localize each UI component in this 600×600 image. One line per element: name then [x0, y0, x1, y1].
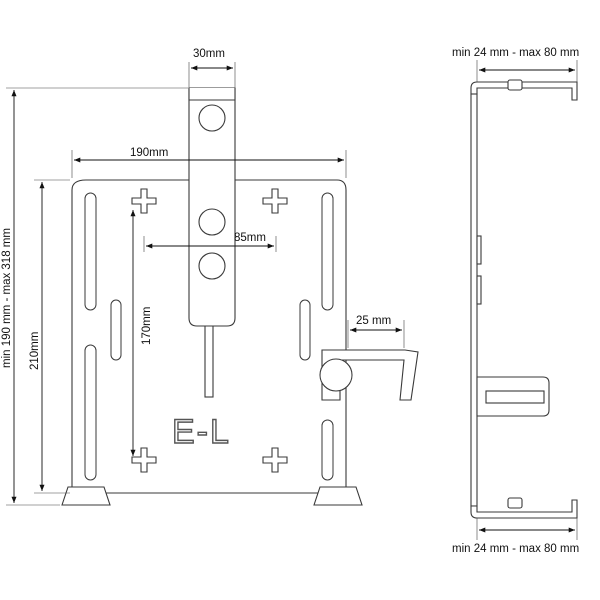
- side-clamp: [321, 349, 419, 401]
- cross-hole-top-right: [262, 188, 288, 214]
- side-dimensions: min 24 mm - max 80 mm min 24 mm - max 80…: [452, 47, 579, 555]
- cross-hole-bottom-left: [131, 447, 157, 473]
- dim-label-side-bottom: min 24 mm - max 80 mm: [452, 543, 579, 555]
- slot-inner-left: [110, 299, 122, 361]
- front-dimensions: 30mm 190mm 85mm 170mm 25 mm 210mm min 19…: [1, 48, 405, 506]
- dim-label-top-width: 30mm: [193, 48, 225, 60]
- foot-left: [61, 486, 111, 506]
- dim-label-side-top: min 24 mm - max 80 mm: [452, 47, 579, 59]
- slot-right-upper: [321, 192, 334, 311]
- slot-left-lower: [84, 344, 97, 481]
- logo-text: E-L: [172, 413, 231, 451]
- adjust-rod: [204, 324, 214, 398]
- side-vertical-body: [470, 93, 478, 507]
- dim-label-hole-spacing: 85mm: [234, 232, 266, 244]
- clamp-hole: [319, 358, 353, 392]
- strap-hole-3: [198, 252, 226, 280]
- dim-label-plate-height: 210mm: [29, 332, 41, 370]
- strap-top-fold: [188, 88, 236, 101]
- slot-right-lower: [321, 419, 334, 481]
- side-bottom-flange: [470, 499, 578, 519]
- dim-label-vertical-hole-spacing: 170mm: [141, 307, 153, 345]
- dim-label-overall-height: min 190 mm - max 318 mm: [1, 228, 13, 368]
- strap-hole-2: [198, 208, 226, 236]
- side-notch-1: [476, 235, 482, 265]
- slot-inner-right: [299, 299, 311, 361]
- side-middle-nut: [485, 390, 545, 404]
- side-top-nut: [507, 79, 523, 91]
- side-top-flange: [470, 81, 578, 101]
- cross-hole-bottom-right: [262, 447, 288, 473]
- dim-label-clamp-depth: 25 mm: [356, 315, 391, 327]
- strap-hole-1: [198, 104, 226, 132]
- dim-label-plate-width: 190mm: [130, 147, 168, 159]
- cross-hole-top-left: [131, 188, 157, 214]
- side-notch-2: [476, 275, 482, 305]
- side-bottom-nut: [507, 497, 523, 509]
- foot-right: [313, 486, 363, 506]
- slot-left-upper: [84, 192, 97, 311]
- front-view: E-L: [61, 87, 419, 506]
- side-view: [470, 79, 578, 519]
